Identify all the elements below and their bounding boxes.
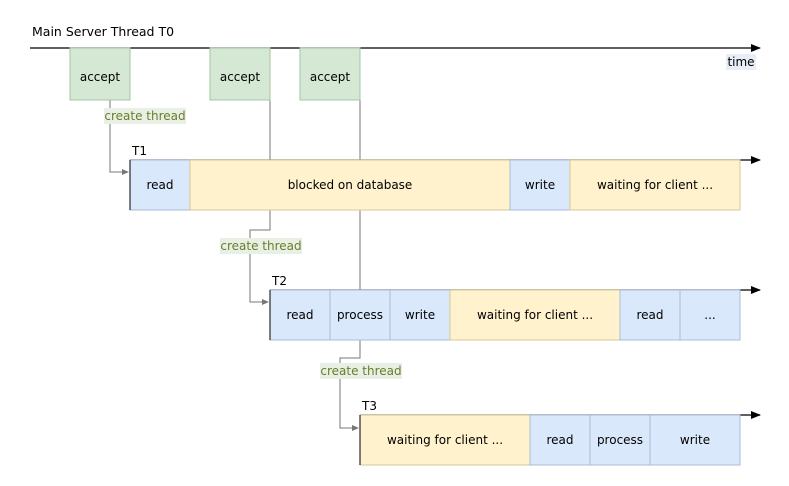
segment-label: read — [636, 308, 663, 322]
create-thread-labels: create thread create thread create thread — [104, 108, 402, 379]
segment-box — [649, 414, 741, 466]
accept-label: accept — [310, 70, 351, 84]
segment-label: waiting for client ... — [597, 178, 713, 192]
accept-label: accept — [80, 70, 121, 84]
segment-label: write — [680, 433, 710, 447]
segment-label: waiting for client ... — [387, 433, 503, 447]
segment-box — [389, 289, 451, 341]
connector-t3 — [339, 340, 361, 429]
thread-rows: T1 read blocked on database write waiting fo… — [129, 144, 761, 466]
create-thread-label: create thread — [104, 109, 185, 123]
create-thread-label: create thread — [220, 239, 301, 253]
create-thread-label: create thread — [320, 364, 401, 378]
segment-box — [509, 159, 571, 211]
main-thread-label: Main Server Thread T0 — [32, 24, 174, 39]
segment-box — [529, 414, 591, 466]
create-thread-label-bg — [320, 363, 402, 379]
thread-label: T2 — [271, 274, 287, 288]
create-thread-label-bg — [104, 108, 186, 124]
segment-label: process — [337, 308, 383, 322]
accept-label: accept — [220, 70, 261, 84]
segment-box — [589, 414, 651, 466]
segment-label: process — [597, 433, 643, 447]
segment-box — [569, 159, 741, 211]
segment-label: waiting for client ... — [477, 308, 593, 322]
thread-label: T3 — [361, 399, 377, 413]
accept-box — [299, 47, 361, 101]
segment-box — [189, 159, 511, 211]
accept-boxes: accept accept accept — [69, 47, 361, 101]
time-label-bg — [726, 54, 756, 70]
segment-label: write — [525, 178, 555, 192]
create-thread-label-bg — [220, 238, 302, 254]
segment-box — [449, 289, 621, 341]
thread-label: T1 — [131, 144, 147, 158]
segment-label: read — [546, 433, 573, 447]
segment-box — [329, 289, 391, 341]
segment-label: read — [286, 308, 313, 322]
segment-label: write — [405, 308, 435, 322]
segment-label: blocked on database — [288, 178, 413, 192]
segment-label: ... — [704, 308, 715, 322]
segment-label: read — [146, 178, 173, 192]
time-label: time — [727, 55, 754, 69]
segment-box — [359, 414, 531, 466]
segment-box — [269, 289, 331, 341]
segment-box — [679, 289, 741, 341]
connector-t2 — [249, 210, 271, 303]
accept-box — [209, 47, 271, 101]
accept-box — [69, 47, 131, 101]
segment-box — [619, 289, 681, 341]
